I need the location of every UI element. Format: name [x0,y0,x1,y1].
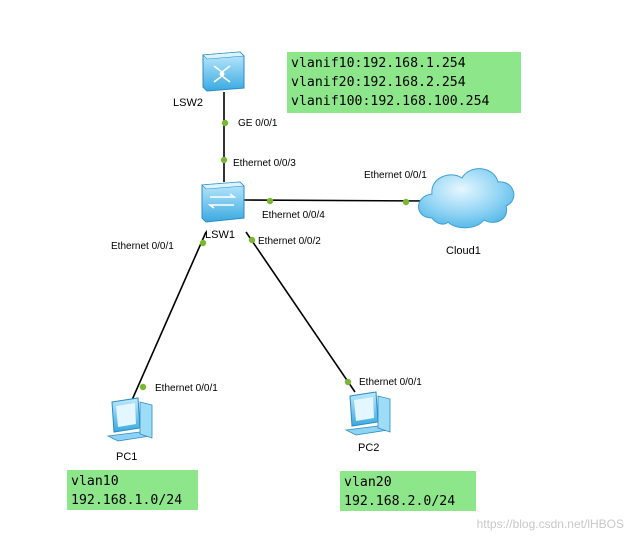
link-lsw1-pc1 [131,231,207,401]
port-label-pc1-eth001: Ethernet 0/0/1 [155,383,218,394]
pc2-vlan-note: vlan20 192.168.2.0/24 [340,471,476,511]
pc1-label: PC1 [116,451,137,463]
pc2-computer-icon[interactable] [344,391,391,436]
vlanif20-line: vlanif20:192.168.2.254 [291,75,466,90]
pc2-subnet-line: 192.168.2.0/24 [344,494,456,509]
port-dots [139,119,410,391]
port-label-lsw1-eth003: Ethernet 0/0/3 [233,158,296,169]
lsw1-switch-icon[interactable] [201,181,245,223]
cloud1-label: Cloud1 [446,245,481,257]
link-lsw1-pc2 [245,231,356,393]
port-label-cloud-eth001: Ethernet 0/0/1 [364,170,427,181]
pc1-vlan-line: vlan10 [71,474,119,489]
lsw1-label: LSW1 [205,229,235,241]
vlanif-address-note: vlanif10:192.168.1.254 vlanif20:192.168.… [287,52,521,113]
port-dot [199,239,207,247]
pc1-vlan-note: vlan10 192.168.1.0/24 [67,470,198,510]
port-dot [139,383,147,391]
pc2-vlan-line: vlan20 [344,475,392,490]
port-dot [344,378,352,386]
lsw2-switch-icon[interactable] [202,51,245,92]
port-dot [248,236,256,244]
port-label-lsw1-eth001: Ethernet 0/0/1 [111,241,174,252]
port-dot [221,119,229,127]
port-dot [402,198,410,206]
port-label-lsw2-ge001: GE 0/0/1 [238,118,278,129]
cloud1-cloud-icon[interactable] [418,168,515,229]
port-label-lsw1-eth004: Ethernet 0/0/4 [262,210,325,221]
links [131,92,429,401]
vlanif10-line: vlanif10:192.168.1.254 [291,56,466,71]
port-dot [266,197,274,205]
port-dot [220,156,228,164]
pc2-label: PC2 [358,442,379,454]
vlanif100-line: vlanif100:192.168.100.254 [291,94,490,109]
watermark: https://blog.csdn.net/lHBOS [476,517,624,531]
lsw2-label: LSW2 [173,97,203,109]
port-label-pc2-eth001: Ethernet 0/0/1 [359,377,422,388]
port-label-lsw1-eth002: Ethernet 0/0/2 [258,236,321,247]
pc1-subnet-line: 192.168.1.0/24 [71,493,183,508]
link-lsw1-cloud1 [243,199,429,202]
pc1-computer-icon[interactable] [106,397,153,442]
